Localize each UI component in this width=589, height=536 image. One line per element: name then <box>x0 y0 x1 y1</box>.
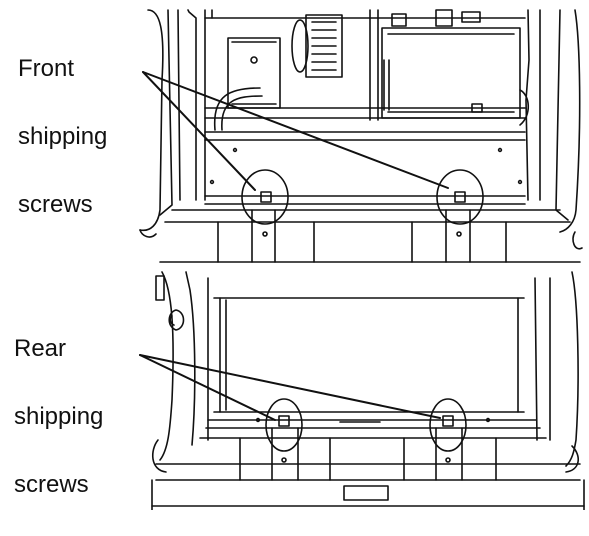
shipping-screws-diagram: Front shipping screws Rear shipping scre… <box>14 9 585 511</box>
rear-screw-right-circle <box>429 398 467 452</box>
rear-shipping-screws-label: Rear shipping screws <box>14 298 103 536</box>
front-screw-right-circle <box>436 169 484 225</box>
rear-label-line-2: shipping <box>14 403 104 430</box>
front-leader-line-right <box>142 71 449 189</box>
rear-screw-left-circle <box>265 398 303 452</box>
rear-leader-line-left <box>139 354 276 421</box>
front-label-line-3: screws <box>18 191 93 218</box>
front-shipping-screws-label: Front shipping screws <box>18 18 107 256</box>
rear-leader-line-right <box>139 354 441 419</box>
washer-line-drawing <box>139 9 585 511</box>
rear-label-line-3: screws <box>14 471 89 498</box>
rear-label-line-1: Rear <box>14 335 67 362</box>
front-label-line-1: Front <box>18 55 75 82</box>
front-label-line-2: shipping <box>18 123 108 150</box>
front-view <box>139 9 583 263</box>
front-screw-left-circle <box>241 169 289 225</box>
rear-view <box>151 271 585 511</box>
front-leader-line-left <box>142 71 256 191</box>
